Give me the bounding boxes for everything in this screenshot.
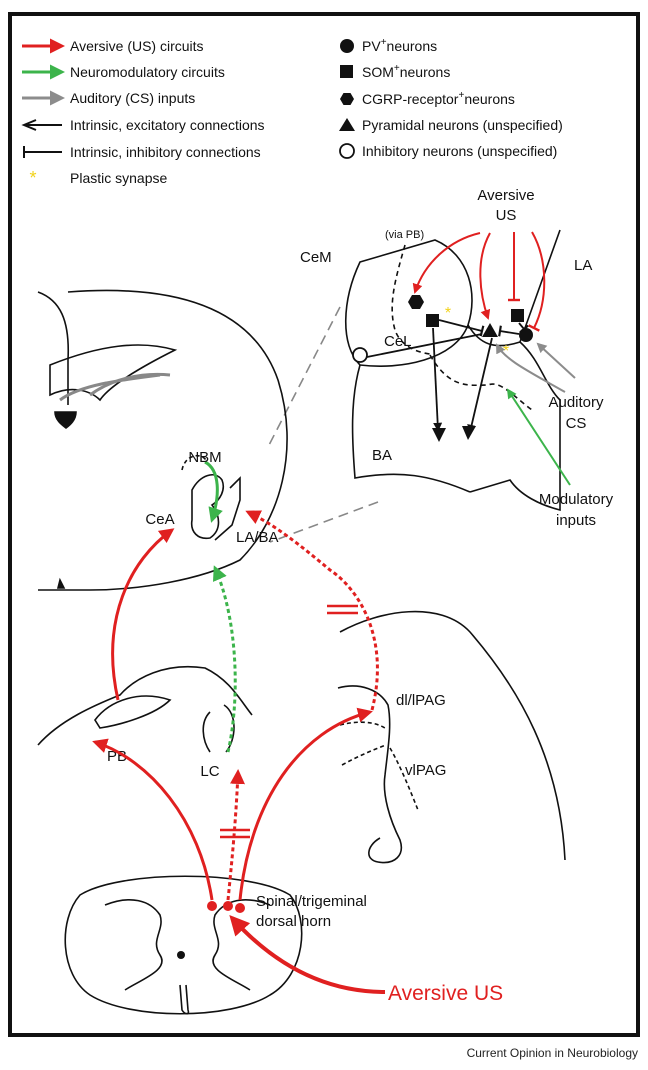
- central-canal: [177, 951, 185, 959]
- legend-som: SOM+neurons: [362, 63, 450, 80]
- pv-neuron-icon: [340, 39, 354, 53]
- cgrp-neuron: [408, 295, 424, 309]
- pyramidal-neuron-la: [482, 323, 498, 337]
- pv-neuron-la: [519, 328, 533, 342]
- legend: Aversive (US) circuits Neuromodulatory c…: [22, 37, 563, 188]
- figure-frame: [10, 14, 638, 1035]
- label-aversive-us-top: Aversive: [477, 187, 534, 204]
- label-auditory-cs-2: CS: [566, 415, 587, 432]
- label-spinal-2: dorsal horn: [256, 913, 331, 930]
- label-cel: CeL: [384, 333, 412, 350]
- legend-inhib-unspec: Inhibitory neurons (unspecified): [362, 143, 557, 159]
- label-vlpag: vlPAG: [405, 762, 446, 779]
- legend-neuromodulatory: Neuromodulatory circuits: [70, 64, 225, 80]
- label-cea: CeA: [145, 511, 174, 528]
- legend-auditory: Auditory (CS) inputs: [70, 90, 195, 106]
- legend-aversive: Aversive (US) circuits: [70, 38, 204, 54]
- legend-cgrp: CGRP-receptor+neurons: [362, 90, 515, 107]
- brainstem-section: [38, 667, 252, 752]
- label-spinal-1: Spinal/trigeminal: [256, 893, 367, 910]
- legend-inhibitory: Intrinsic, inhibitory connections: [70, 144, 261, 160]
- plastic-star-cel: *: [445, 305, 451, 322]
- circuit-arrows: [95, 512, 385, 992]
- legend-excitatory: Intrinsic, excitatory connections: [70, 117, 265, 133]
- label-lc: LC: [200, 763, 219, 780]
- credit-line: Current Opinion in Neurobiology: [467, 1046, 638, 1060]
- label-la: LA: [574, 257, 592, 274]
- inhibitory-neuron-cem: [353, 348, 367, 362]
- pyramidal-neuron-icon: [339, 118, 355, 131]
- som-neuron-cel: [426, 314, 439, 327]
- label-la-ba: LA/BA: [236, 529, 279, 546]
- label-dlpag: dl/lPAG: [396, 692, 446, 709]
- label-modulatory-1: Modulatory: [539, 491, 614, 508]
- pag-section: [338, 612, 565, 863]
- label-nbm: NBM: [188, 449, 221, 466]
- plastic-star-icon: *: [29, 168, 36, 188]
- legend-plastic: Plastic synapse: [70, 170, 167, 186]
- label-us-top: US: [496, 207, 517, 224]
- label-via-pb: (via PB): [385, 229, 424, 241]
- som-neuron-la: [511, 309, 524, 322]
- legend-pyramidal: Pyramidal neurons (unspecified): [362, 117, 563, 133]
- label-auditory-cs-1: Auditory: [548, 394, 604, 411]
- label-modulatory-2: inputs: [556, 512, 596, 529]
- legend-pv: PV+neurons: [362, 37, 437, 54]
- som-neuron-icon: [340, 65, 353, 78]
- label-cem: CeM: [300, 249, 332, 266]
- cgrp-neuron-icon: [340, 93, 354, 105]
- label-ba: BA: [372, 447, 392, 464]
- inhibitory-neuron-icon: [340, 144, 354, 158]
- label-aversive-us-bottom: Aversive US: [388, 982, 503, 1005]
